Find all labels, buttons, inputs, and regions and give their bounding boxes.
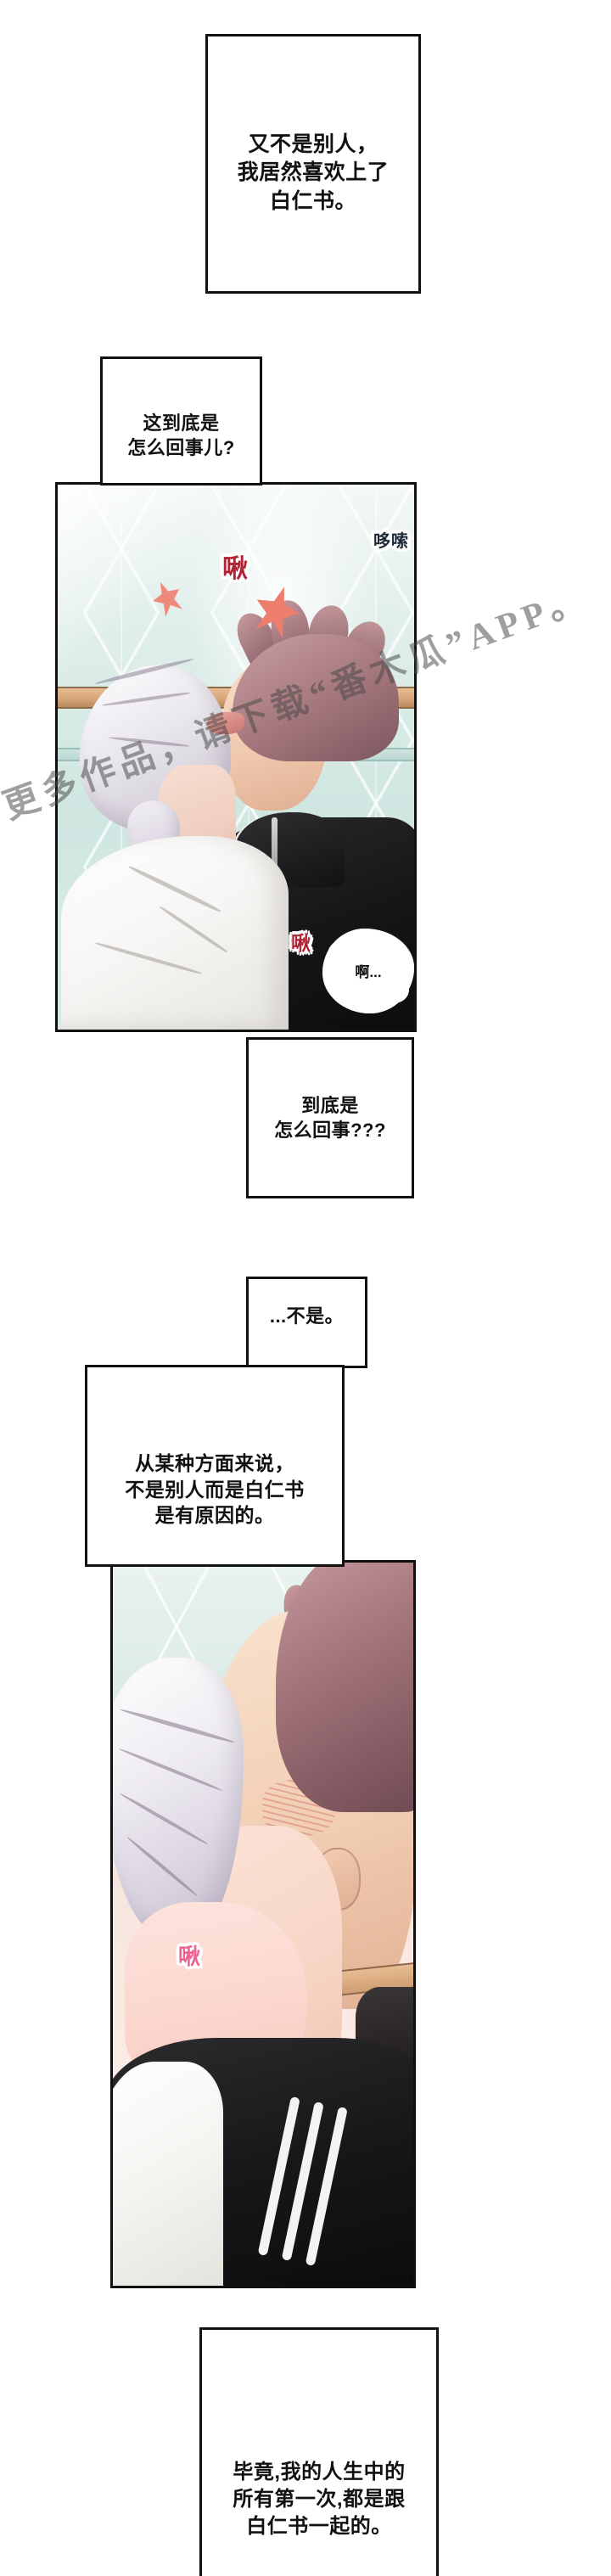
comic-panel-2 xyxy=(110,1560,416,2288)
panel2-white-shirt xyxy=(113,2062,223,2286)
sound-effect-kiss-2: 啾 xyxy=(291,932,311,954)
caption-box-1: 又不是别人， 我居然喜欢上了 白仁书。 xyxy=(205,34,421,294)
panel1-white-shirt xyxy=(61,836,289,1030)
caption-box-3: 到底是 怎么回事??? xyxy=(246,1037,414,1198)
caption-box-5: 从某种方面来说， 不是别人而是白仁书 是有原因的。 xyxy=(85,1365,345,1567)
panel1-hair-brown xyxy=(233,634,399,761)
caption-text-6: 毕竟,我的人生中的 所有第一次,都是跟 白仁书一起的。 xyxy=(233,2460,406,2539)
panel2-hair-brown xyxy=(276,1563,413,1812)
comic-panel-1 xyxy=(55,482,417,1032)
sound-effect-shiver: 哆嗦 xyxy=(373,532,409,551)
caption-box-4: ...不是。 xyxy=(246,1277,367,1368)
caption-text-1: 又不是别人， 我居然喜欢上了 白仁书。 xyxy=(237,132,390,213)
sound-effect-kiss-1: 啾 xyxy=(222,555,249,583)
caption-box-6: 毕竟,我的人生中的 所有第一次,都是跟 白仁书一起的。 xyxy=(199,2327,439,2576)
panel1-mouth xyxy=(207,712,244,734)
caption-box-2: 这到底是 怎么回事儿? xyxy=(100,356,262,485)
sound-effect-kiss-3: 啾 xyxy=(178,1944,202,1969)
panel2-hair-silver xyxy=(113,1658,244,1938)
caption-text-3: 到底是 怎么回事??? xyxy=(274,1094,386,1141)
caption-text-5: 从某种方面来说， 不是别人而是白仁书 是有原因的。 xyxy=(125,1451,305,1527)
speech-bubble-ah: 啊... xyxy=(322,929,414,1013)
panel1-jacket-zipper xyxy=(272,817,277,877)
caption-text-4: ...不是。 xyxy=(269,1305,345,1327)
caption-text-2: 这到底是 怎么回事儿? xyxy=(127,412,235,458)
speech-bubble-text: 啊... xyxy=(355,963,382,980)
